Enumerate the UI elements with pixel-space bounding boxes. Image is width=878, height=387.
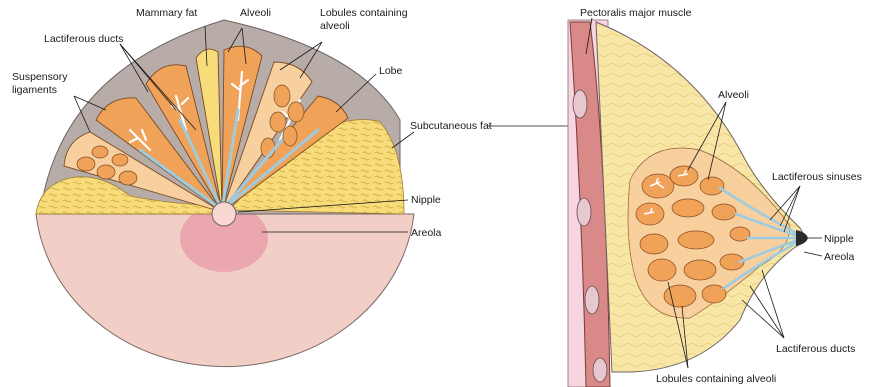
label-lactiferous-sinuses: Lactiferous sinuses: [772, 171, 862, 183]
label-nipple-left: Nipple: [411, 194, 441, 206]
label-alveoli: Alveoli: [240, 7, 271, 19]
right-breast-profile: [568, 20, 808, 387]
label-suspensory-2: ligaments: [12, 84, 57, 96]
label-areola-right: Areola: [824, 251, 855, 263]
label-lobules-2: alveoli: [320, 20, 350, 32]
label-alveoli-right: Alveoli: [718, 89, 749, 101]
label-lactiferous-ducts: Lactiferous ducts: [44, 33, 123, 45]
label-lactiferous-ducts-right: Lactiferous ducts: [776, 343, 855, 355]
label-lobules-right: Lobules containing alveoli: [656, 373, 776, 385]
label-nipple-right: Nipple: [824, 233, 854, 245]
label-pectoralis: Pectoralis major muscle: [580, 7, 692, 19]
label-lobe: Lobe: [379, 65, 403, 77]
label-lobules-1: Lobules containing: [320, 7, 408, 19]
label-suspensory-1: Suspensory: [12, 71, 68, 83]
label-subcutaneous-fat: Subcutaneous fat: [410, 120, 492, 132]
nipple-right: [796, 230, 808, 246]
nipple-left: [212, 202, 236, 226]
label-areola-left: Areola: [411, 227, 442, 239]
label-mammary-fat: Mammary fat: [136, 7, 197, 19]
left-breast-section: [36, 20, 414, 367]
